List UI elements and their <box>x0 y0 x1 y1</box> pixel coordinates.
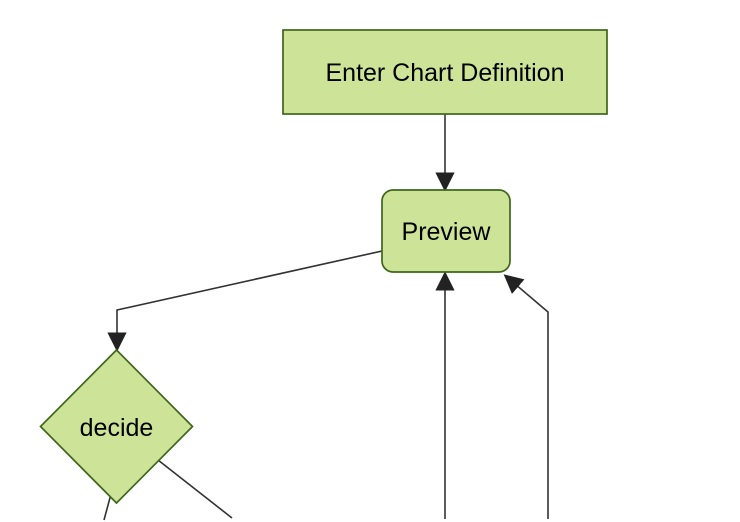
enter-chart-definition-box <box>282 29 608 115</box>
node-decide: decide <box>39 348 194 505</box>
node-label: Enter Chart Definition <box>325 59 564 87</box>
node-label: decide <box>80 414 154 442</box>
preview-box <box>381 189 511 273</box>
edge-return-to-preview-2 <box>503 274 549 519</box>
node-label: Preview <box>402 218 492 246</box>
edge-preview-to-decide <box>107 250 383 352</box>
node-enter-chart-definition: Enter Chart Definition <box>282 29 608 115</box>
edge-decide-out-left <box>103 493 112 521</box>
edge-layer <box>103 114 549 521</box>
decide-diamond <box>39 348 194 505</box>
node-preview: Preview <box>381 189 511 273</box>
edge-decide-out-right <box>157 459 233 519</box>
